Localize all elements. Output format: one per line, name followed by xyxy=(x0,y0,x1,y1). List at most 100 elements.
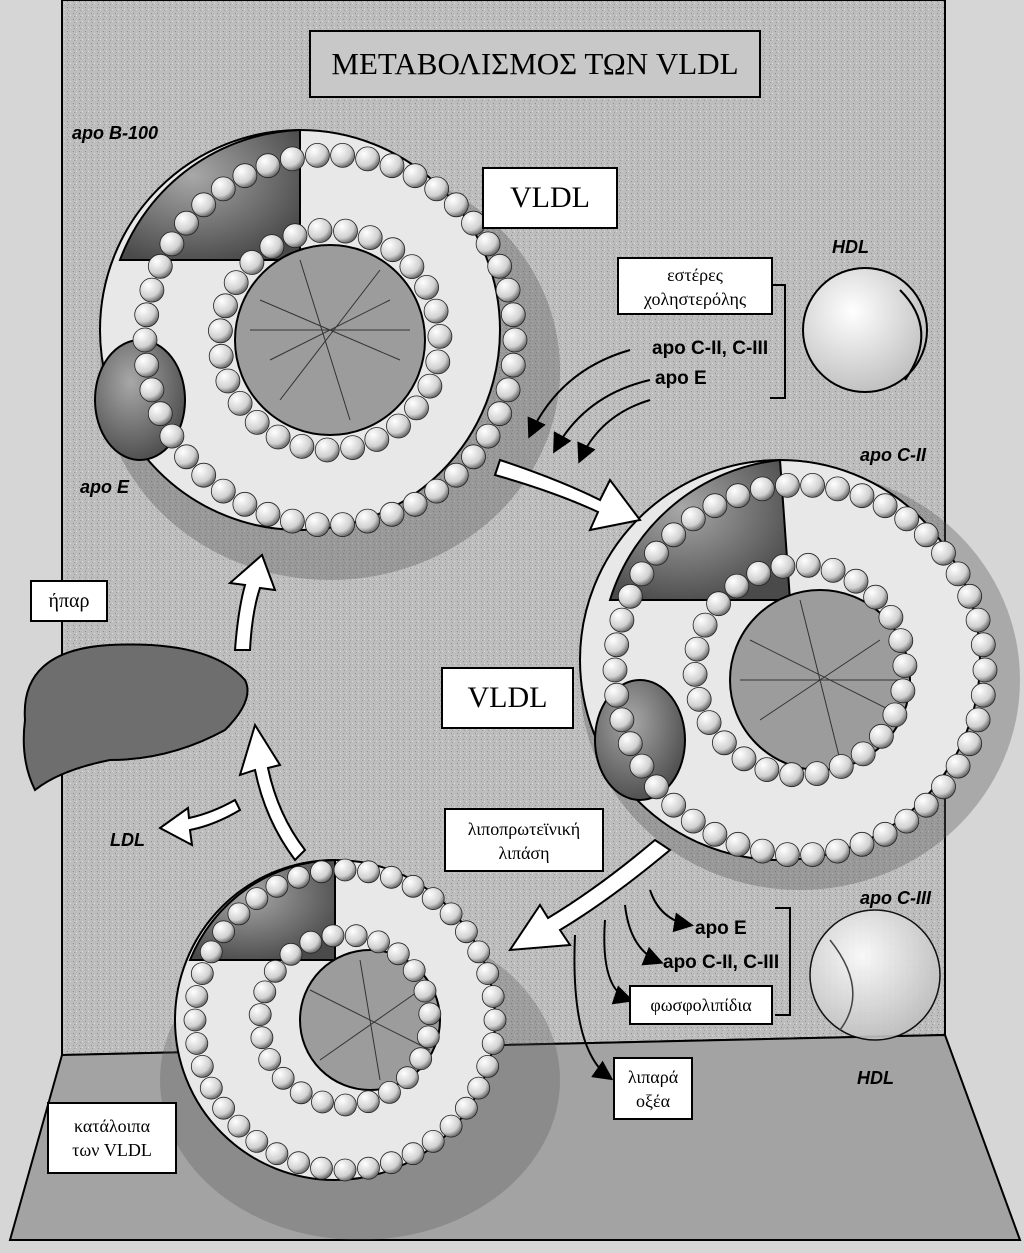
phospholipid-head-bead xyxy=(476,424,500,448)
phospholipid-head-bead xyxy=(175,211,199,235)
phospholipid-head-bead xyxy=(133,328,157,352)
phospholipid-head-bead xyxy=(233,492,257,516)
phospholipid-head-bead xyxy=(687,687,711,711)
phospholipid-head-bead xyxy=(228,1115,250,1137)
phospholipid-head-bead xyxy=(403,492,427,516)
phospholipid-head-bead xyxy=(345,925,367,947)
phospholipid-head-bead xyxy=(501,353,525,377)
phospholipid-head-bead xyxy=(414,980,436,1002)
phospholipid-head-bead xyxy=(850,484,874,508)
phospholipid-head-bead xyxy=(755,758,779,782)
phospholipid-head-bead xyxy=(801,843,825,867)
apo-c2-label: apo C-II xyxy=(860,445,926,466)
phospholipid-head-bead xyxy=(618,732,642,756)
phospholipid-head-bead xyxy=(750,477,774,501)
phospholipid-head-bead xyxy=(272,1067,294,1089)
phospholipid-head-bead xyxy=(331,143,355,167)
phospholipid-head-bead xyxy=(405,396,429,420)
phospholipid-head-bead xyxy=(140,278,164,302)
phospholipid-head-bead xyxy=(424,299,448,323)
phospholipid-head-bead xyxy=(387,943,409,965)
hdl-particle-bottom xyxy=(810,910,940,1040)
phospholipid-head-bead xyxy=(844,569,868,593)
phospholipid-head-bead xyxy=(482,1033,504,1055)
cholesterol-esters-line1: εστέρες xyxy=(619,263,771,287)
phospholipid-head-bead xyxy=(254,981,276,1003)
phospholipid-head-bead xyxy=(228,391,252,415)
phospholipid-head-bead xyxy=(425,479,449,503)
phospholipid-head-bead xyxy=(290,434,314,458)
phospholipid-head-bead xyxy=(186,986,208,1008)
phospholipid-head-bead xyxy=(311,861,333,883)
phospholipid-head-bead xyxy=(488,254,512,278)
phospholipid-head-bead xyxy=(140,378,164,402)
vldl-label-middle: VLDL xyxy=(441,667,574,729)
phospholipid-head-bead xyxy=(356,509,380,533)
phospholipid-head-bead xyxy=(455,1097,477,1119)
phospholipid-head-bead xyxy=(630,754,654,778)
phospholipid-head-bead xyxy=(315,438,339,462)
phospholipid-head-bead xyxy=(645,541,669,565)
phospholipid-head-bead xyxy=(331,513,355,537)
phospholipid-head-bead xyxy=(697,711,721,735)
phospholipid-head-bead xyxy=(305,143,329,167)
liver-label: ήπαρ xyxy=(30,580,108,622)
phospholipid-head-bead xyxy=(322,925,344,947)
phospholipid-head-bead xyxy=(280,509,304,533)
phospholipid-head-bead xyxy=(259,1049,281,1071)
phospholipid-head-bead xyxy=(603,658,627,682)
phospholipid-head-bead xyxy=(891,679,915,703)
phospholipid-head-bead xyxy=(914,523,938,547)
phospholipid-head-bead xyxy=(358,1157,380,1179)
phospholipid-head-bead xyxy=(419,1003,441,1025)
phospholipid-head-bead xyxy=(703,822,727,846)
phospholipid-head-bead xyxy=(693,613,717,637)
phospholipid-head-bead xyxy=(747,562,771,586)
phospholipid-head-bead xyxy=(403,164,427,188)
remnants-line2: των VLDL xyxy=(49,1138,175,1162)
phospholipid-head-bead xyxy=(946,562,970,586)
phospholipid-head-bead xyxy=(914,793,938,817)
phospholipid-head-bead xyxy=(334,219,358,243)
phospholipid-head-bead xyxy=(175,445,199,469)
phospholipid-head-bead xyxy=(256,502,280,526)
phospholipid-head-bead xyxy=(415,275,439,299)
phospholipid-head-bead xyxy=(160,232,184,256)
phospholipid-head-bead xyxy=(280,147,304,171)
ldl-label: LDL xyxy=(110,830,145,851)
phospholipid-head-bead xyxy=(135,353,159,377)
phospholipid-head-bead xyxy=(895,809,919,833)
phospholipid-head-bead xyxy=(334,859,356,881)
phospholipid-head-bead xyxy=(357,1091,379,1113)
phospholipid-head-bead xyxy=(610,708,634,732)
apo-e-left-label: apo E xyxy=(80,477,129,498)
vldl-remnant-particle xyxy=(175,859,506,1181)
phospholipid-head-bead xyxy=(966,708,990,732)
phospholipid-head-bead xyxy=(958,732,982,756)
phospholipid-head-bead xyxy=(610,608,634,632)
phospholipid-head-bead xyxy=(290,1082,312,1104)
phospholipid-head-bead xyxy=(213,921,235,943)
phospholipid-head-bead xyxy=(462,445,486,469)
phospholipid-head-bead xyxy=(703,494,727,518)
phospholipid-head-bead xyxy=(683,662,707,686)
phospholipid-head-bead xyxy=(148,254,172,278)
phospholipid-head-bead xyxy=(484,1009,506,1031)
phospholipid-head-bead xyxy=(780,763,804,787)
apo-b100-label: apo B-100 xyxy=(72,123,158,144)
lipoprotein-lipase-box: λιποπρωτεϊνική λιπάση xyxy=(444,808,604,872)
phospholipid-head-bead xyxy=(380,502,404,526)
phospholipid-head-bead xyxy=(477,1055,499,1077)
phospholipid-head-bead xyxy=(368,931,390,953)
phospholipid-head-bead xyxy=(266,425,290,449)
phospholipid-head-bead xyxy=(400,255,424,279)
phospholipid-head-bead xyxy=(283,224,307,248)
phospholipid-head-bead xyxy=(245,410,269,434)
phospholipid-head-bead xyxy=(707,592,731,616)
phospholipid-head-bead xyxy=(496,378,520,402)
phospholipid-head-bead xyxy=(288,1152,310,1174)
phospholipid-head-bead xyxy=(895,507,919,531)
phospholipid-head-bead xyxy=(425,177,449,201)
phospholipid-head-bead xyxy=(826,839,850,863)
phospholipid-head-bead xyxy=(233,164,257,188)
